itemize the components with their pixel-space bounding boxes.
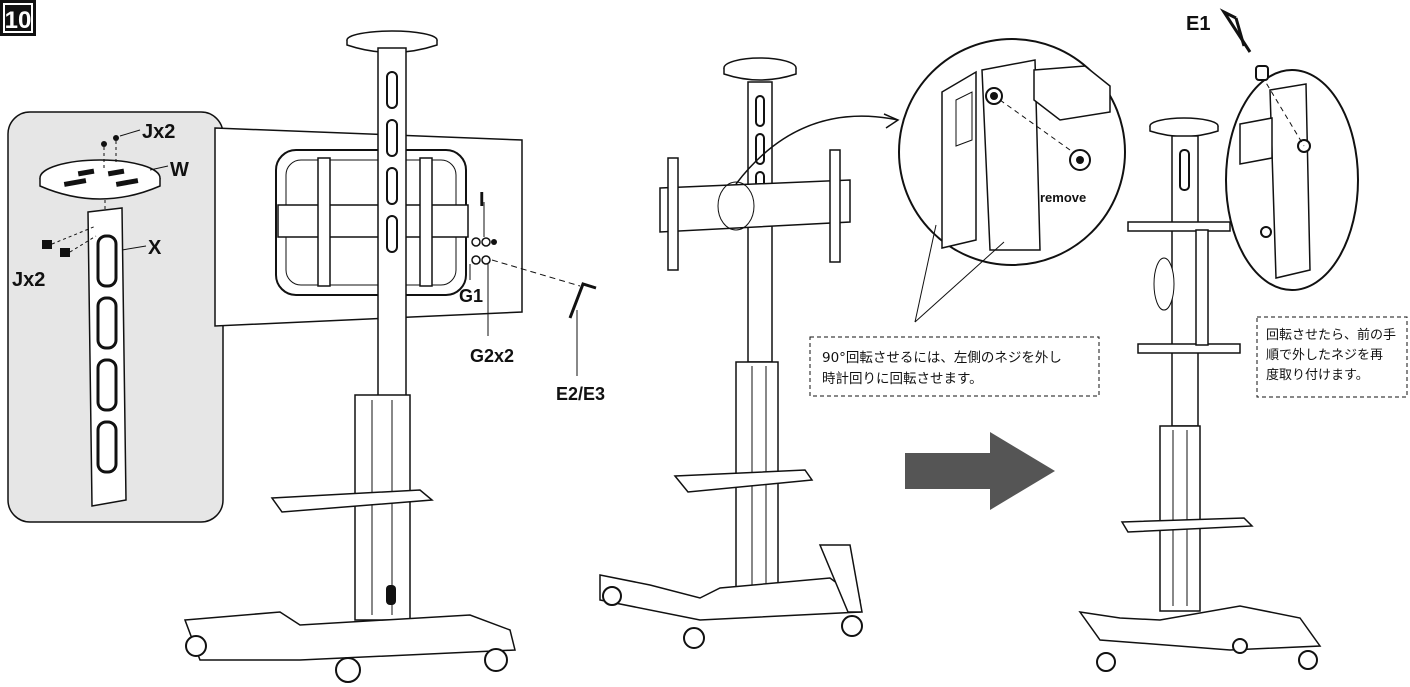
screws-j [101,129,141,170]
rotation-note-box: 90°回転させるには、左側のネジを外し 時計回りに回転させます。 [809,336,1100,397]
final-note-line2: 順で外したネジを再 [1266,348,1383,363]
label-jx2-screws: Jx2 [142,121,175,143]
final-note-line1: 回転させたら、前の手 [1266,327,1396,343]
final-note-line3: 度取り付けます。 [1266,367,1369,383]
stand-with-tv [183,30,597,683]
label-w: W [170,159,189,181]
stand-rotation [599,57,900,649]
final-note-box: 回転させたら、前の手 順で外したネジを再 度取り付けます。 [1256,316,1408,398]
label-e1: E1 [1186,13,1210,35]
label-jx2-nuts: Jx2 [12,269,45,291]
direction-arrow [905,432,1055,510]
bracket-x [87,200,127,507]
rotation-note-line1: 90°回転させるには、左側のネジを外し [822,350,1062,366]
top-plate-w [39,159,161,200]
nuts-j [42,225,97,257]
stand-final [1078,117,1322,672]
detail-oval-final [1219,8,1359,291]
label-g2x2: G2x2 [470,346,514,366]
label-e2-e3: E2/E3 [556,384,605,404]
rotation-note-line2: 時計回りに回転させます。 [822,371,983,387]
label-x: X [148,237,162,259]
label-g1: G1 [459,286,483,306]
detail-circle-rotation [898,38,1126,323]
label-i: I [479,189,485,211]
step-number: 10 [5,7,32,34]
step-number-badge: 10 [0,0,36,36]
inset-panel: Jx2 W X Jx2 [7,111,224,523]
label-remove: remove [1040,190,1086,205]
